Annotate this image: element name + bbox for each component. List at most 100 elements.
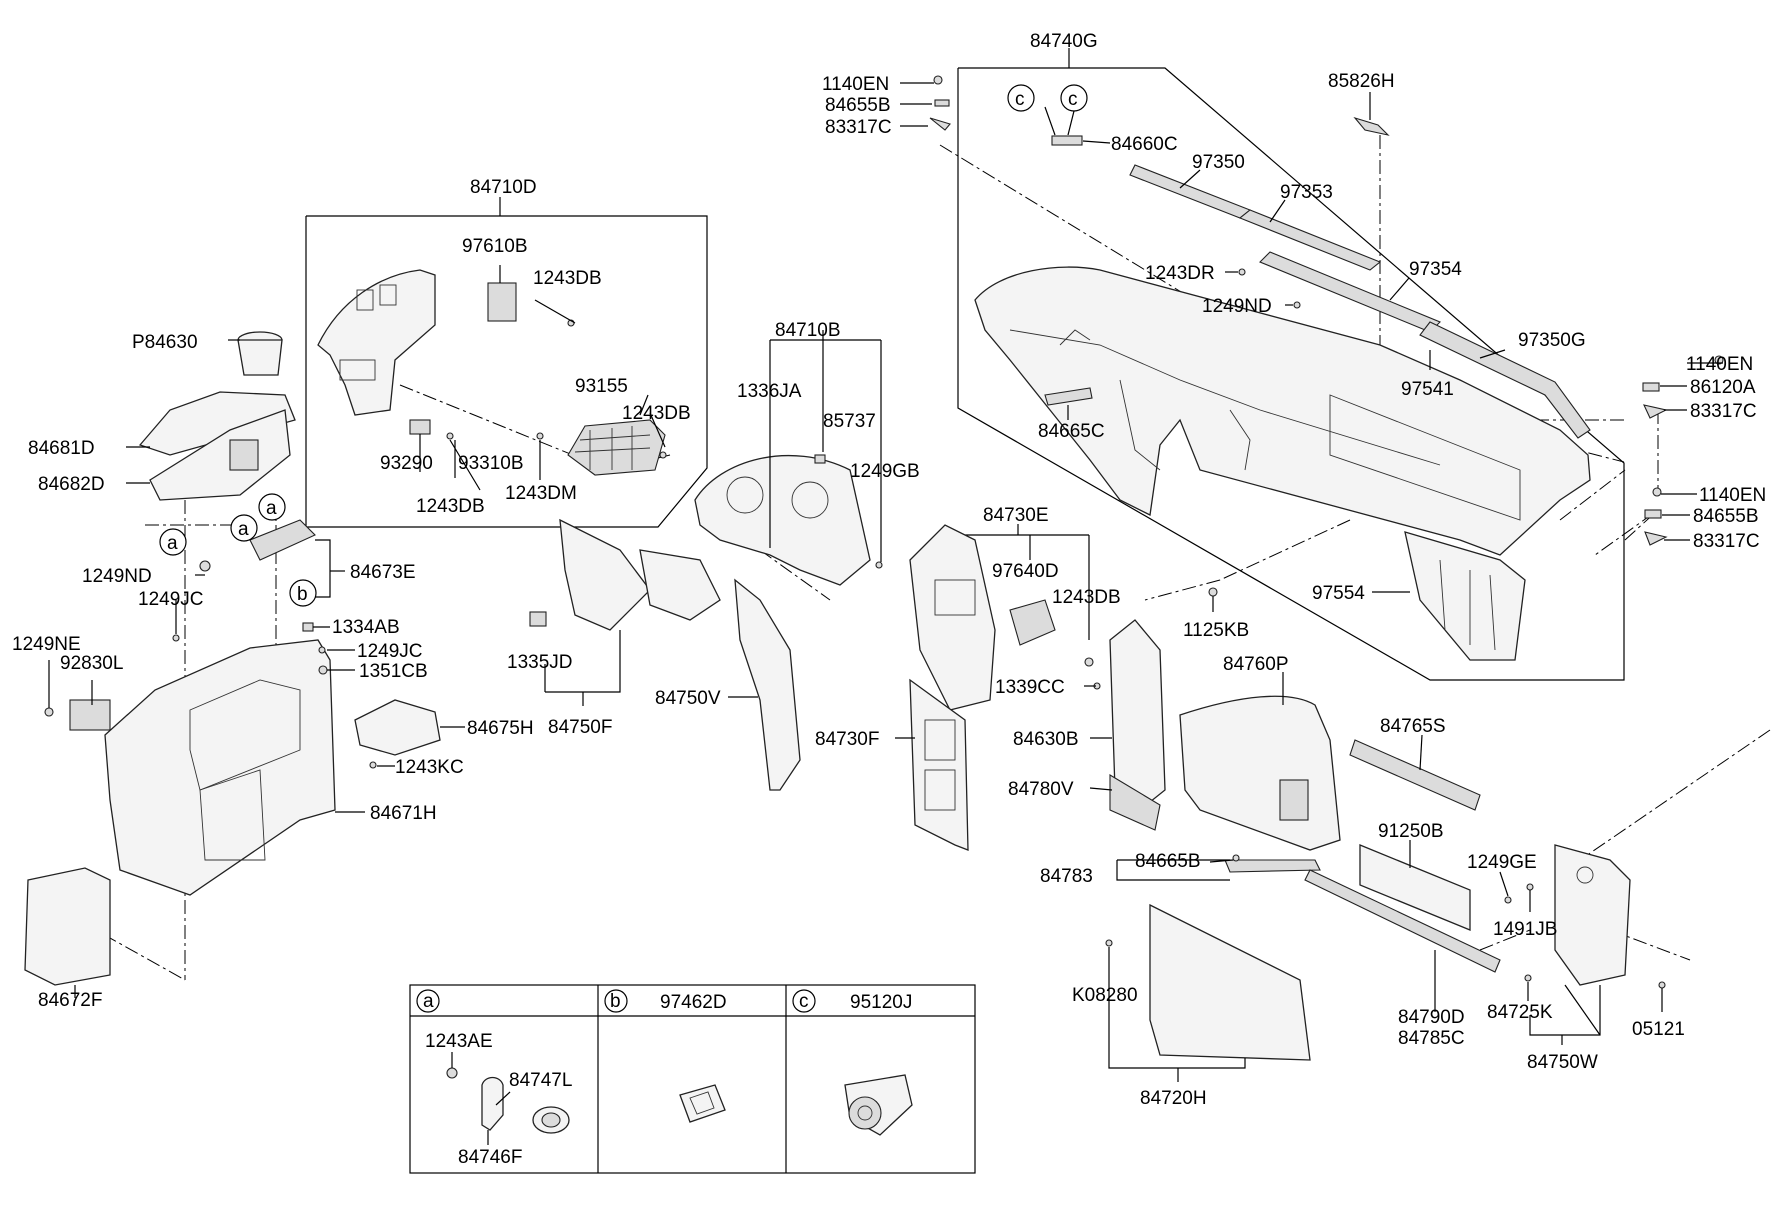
label-1334ab: 1334AB — [332, 617, 400, 638]
legend-c-key: c — [799, 991, 809, 1012]
label-86120a: 86120A — [1690, 377, 1756, 398]
ref-a-3: a — [266, 498, 277, 519]
label-1243dm: 1243DM — [505, 483, 577, 504]
label-05121: 05121 — [1632, 1019, 1685, 1040]
label-84675h: 84675H — [467, 718, 534, 739]
ref-a-1: a — [167, 533, 178, 554]
group-84710b-bracket — [769, 330, 882, 460]
label-83317c-b: 83317C — [1690, 401, 1757, 422]
label-97554: 97554 — [1312, 583, 1365, 604]
label-1249gb: 1249GB — [850, 461, 920, 482]
label-1243dr: 1243DR — [1145, 263, 1215, 284]
ref-c-2: c — [1068, 89, 1078, 110]
leader-lines — [48, 82, 1723, 1082]
label-84671h: 84671H — [370, 803, 437, 824]
label-84665c: 84665C — [1038, 421, 1105, 442]
brackets-84750f — [529, 518, 721, 631]
label-1140en-c: 1140EN — [1699, 485, 1766, 506]
label-84780v: 84780V — [1008, 779, 1074, 800]
label-p84630: P84630 — [132, 332, 198, 353]
label-1351cb: 1351CB — [359, 661, 428, 682]
label-1125kb: 1125KB — [1183, 620, 1249, 641]
label-84725k: 84725K — [1487, 1002, 1553, 1023]
panel-84672f — [24, 867, 111, 986]
label-84660c: 84660C — [1111, 134, 1178, 155]
legend-b-key: b — [610, 991, 621, 1012]
label-84760p: 84760P — [1223, 654, 1289, 675]
label-84750w: 84750W — [1527, 1052, 1598, 1073]
label-97350: 97350 — [1192, 152, 1245, 173]
label-1140en-a: 1140EN — [822, 74, 889, 95]
bracket-84660c — [1051, 135, 1083, 146]
label-93155: 93155 — [575, 376, 628, 397]
label-1336ja: 1336JA — [737, 381, 802, 402]
defroster-strips — [1129, 164, 1591, 439]
clip-85826h — [1353, 116, 1390, 136]
label-97354: 97354 — [1409, 259, 1462, 280]
label-1243db-b: 1243DB — [622, 403, 691, 424]
center-facia-84730e — [909, 524, 1056, 851]
legend-a-key: a — [423, 991, 434, 1012]
label-84655b-a: 84655B — [825, 95, 891, 116]
panel-84720h — [1149, 903, 1311, 1061]
duct-84665c — [1044, 387, 1093, 406]
label-84783: 84783 — [1040, 866, 1093, 887]
group-84710d-frame — [305, 197, 708, 528]
cluster-housing-84710b — [694, 454, 871, 586]
label-1339cc: 1339CC — [995, 677, 1065, 698]
label-84681d: 84681D — [28, 438, 95, 459]
label-84655b-b: 84655B — [1693, 506, 1759, 527]
label-84765s: 84765S — [1380, 716, 1446, 737]
label-93310b: 93310B — [458, 453, 524, 474]
label-1140en-b: 1140EN — [1686, 354, 1753, 375]
label-85826h: 85826H — [1328, 71, 1395, 92]
label-85737: 85737 — [823, 411, 876, 432]
label-97350g: 97350G — [1518, 330, 1586, 351]
legend-c-part: 95120J — [850, 992, 912, 1013]
label-84790d: 84790D — [1398, 1007, 1465, 1028]
label-1243db-c: 1243DB — [416, 496, 485, 517]
reference-circles: a a a b c c — [159, 84, 1088, 607]
lower-panel-84760p — [1179, 695, 1341, 851]
label-84720h: 84720H — [1140, 1088, 1207, 1109]
label-84665b: 84665B — [1135, 851, 1201, 872]
label-84673e: 84673E — [350, 562, 416, 583]
label-97541: 97541 — [1401, 379, 1454, 400]
label-1243kc: 1243KC — [395, 757, 464, 778]
label-84730e: 84730E — [983, 505, 1049, 526]
strip-91250b — [1359, 844, 1471, 931]
label-92830l: 92830L — [60, 653, 123, 674]
label-84785c: 84785C — [1398, 1028, 1465, 1049]
ref-a-2: a — [238, 519, 249, 540]
label-84750f: 84750F — [548, 717, 612, 738]
label-1249ge: 1249GE — [1467, 852, 1537, 873]
strip-84765s — [1349, 739, 1481, 811]
label-84682d: 84682D — [38, 474, 105, 495]
label-84710d: 84710D — [470, 177, 537, 198]
panel-84750w — [1554, 844, 1631, 986]
strip-84785c — [1224, 859, 1501, 973]
console-body-84671h — [69, 639, 336, 896]
panel-84675h — [354, 699, 441, 756]
legend-a-84747l: 84747L — [509, 1070, 572, 1091]
bracket-84780v — [1109, 774, 1161, 831]
label-1249jc-b: 1249JC — [357, 641, 423, 662]
ref-b: b — [297, 584, 308, 605]
label-97353: 97353 — [1280, 182, 1333, 203]
label-91250b: 91250B — [1378, 821, 1444, 842]
part-labels: 84740G 85826H 1140EN 84655B 83317C 84660… — [12, 31, 1766, 1109]
cluster-facia-84710d — [317, 269, 666, 476]
label-83317c-a: 83317C — [825, 117, 892, 138]
label-84672f: 84672F — [38, 990, 102, 1011]
label-1243db-a: 1243DB — [533, 268, 602, 289]
legend-b-part: 97462D — [660, 992, 727, 1013]
label-k08280: K08280 — [1072, 985, 1138, 1006]
label-1491jb: 1491JB — [1493, 919, 1557, 940]
label-97610b: 97610B — [462, 236, 528, 257]
panel-84673e — [249, 519, 316, 561]
label-1249nd-a: 1249ND — [82, 566, 152, 587]
label-84630b: 84630B — [1013, 729, 1079, 750]
label-1249ne: 1249NE — [12, 634, 81, 655]
label-1249jc-a: 1249JC — [138, 589, 204, 610]
